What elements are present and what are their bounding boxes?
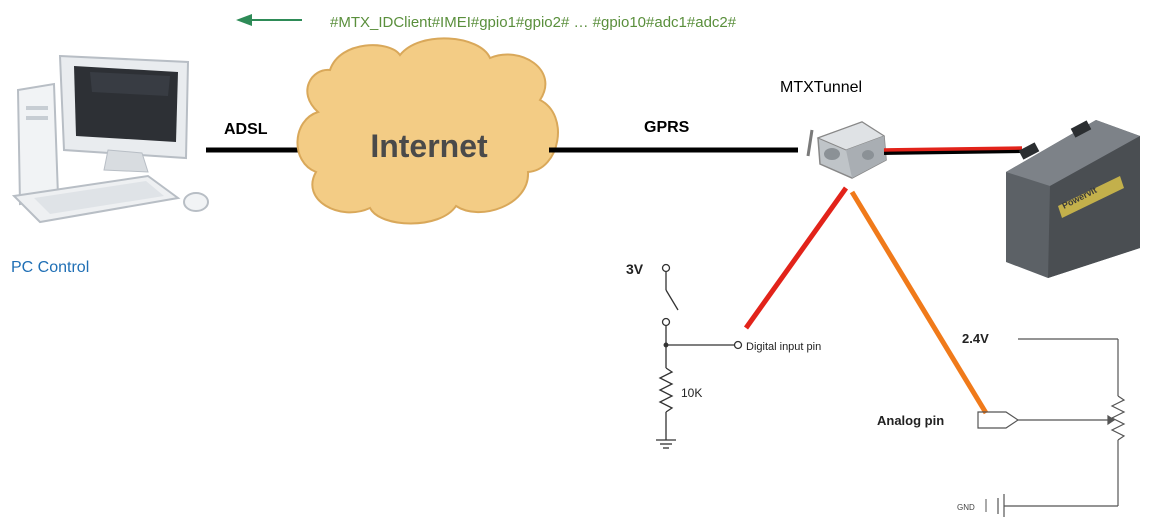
resistor-value-label: 10K	[681, 386, 702, 400]
digital-signal-wire	[743, 186, 849, 330]
pc-control-label: PC Control	[11, 259, 89, 276]
message-text: #MTX_IDClient#IMEI#gpio1#gpio2# … #gpio1…	[330, 14, 737, 31]
message-arrow	[236, 14, 302, 26]
mtxtunnel-label: MTXTunnel	[780, 79, 862, 96]
digital-input-circuit	[656, 263, 743, 449]
internet-label: Internet	[370, 128, 488, 164]
digital-voltage-label: 3V	[626, 261, 644, 277]
modem-device-icon	[806, 121, 887, 179]
battery-wire-black	[883, 147, 1023, 155]
adsl-label: ADSL	[224, 121, 268, 138]
analog-input-circuit	[977, 338, 1126, 517]
battery-wire-red	[883, 146, 1023, 152]
analog-pin-label: Analog pin	[877, 413, 944, 428]
gnd-label: GND	[957, 503, 975, 512]
internet-cloud-icon	[296, 37, 559, 225]
gprs-label: GPRS	[644, 119, 690, 136]
pc-computer-icon	[11, 54, 209, 224]
battery-icon	[1006, 120, 1140, 278]
analog-signal-wire	[849, 190, 989, 415]
analog-voltage-label: 2.4V	[962, 331, 989, 346]
digital-input-pin-label: Digital input pin	[746, 341, 821, 353]
